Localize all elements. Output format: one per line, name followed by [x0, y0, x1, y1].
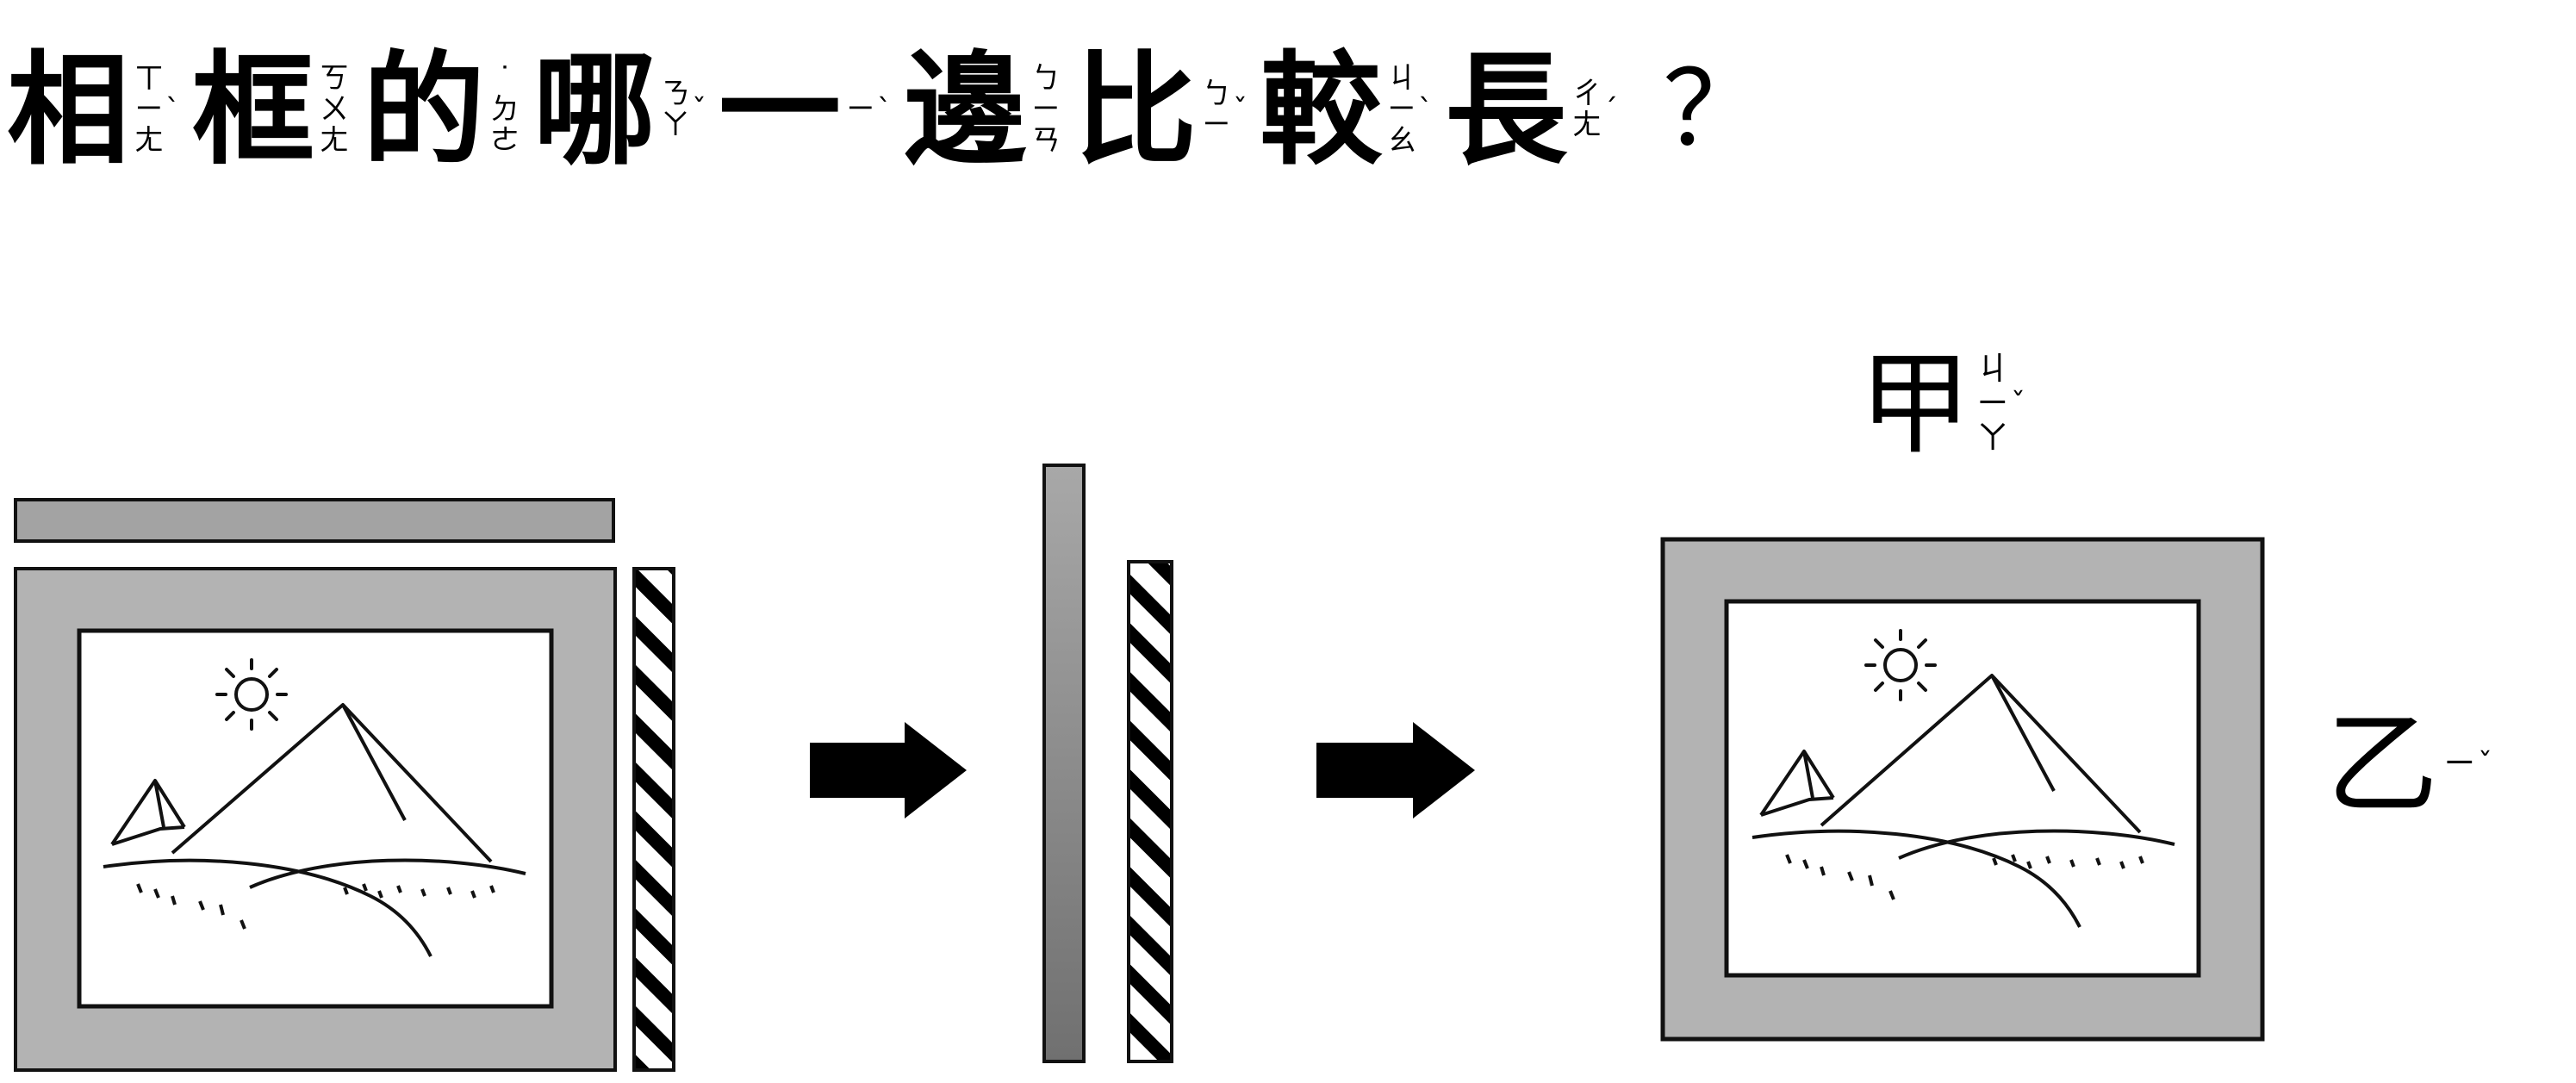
- label-yi-char: 乙: [2326, 699, 2439, 830]
- zhuyin: ˙ㄉㄜ: [490, 61, 520, 158]
- side-hatched-bar: [632, 567, 675, 1072]
- hatched-bar-vertical: [1127, 560, 1173, 1063]
- question-char-2: 的˙ㄉㄜ: [363, 39, 520, 182]
- label-jia-char: 甲: [1859, 339, 1972, 470]
- top-gray-bar: [14, 498, 615, 543]
- figure-bars-compare: [1042, 464, 1173, 1063]
- pyramid-icon: [103, 703, 526, 957]
- gray-bar-vertical: [1042, 464, 1086, 1063]
- label-jia-zhuyin: ㄐ ㄧ ㄚ ˇ: [1976, 350, 2026, 457]
- label-yi: 乙 ㄧ ˇ: [2326, 708, 2492, 820]
- question-char-1: 框ㄎㄨㄤ: [192, 39, 349, 182]
- label-jia: 甲 ㄐ ㄧ ㄚ ˇ: [1859, 348, 2025, 460]
- question-char-5: 邊ㄅㄧㄢ: [904, 39, 1061, 182]
- picture-frame-2: [1660, 537, 2265, 1042]
- figure-frame-parts: [14, 498, 675, 1072]
- zhuyin: ㄎㄨㄤ: [320, 61, 349, 158]
- label-yi-zhuyin: ㄧ ˇ: [2443, 744, 2493, 783]
- question-mark: ？: [1663, 50, 1766, 170]
- pyramid-icon: [1752, 674, 2175, 928]
- arrow-right-icon: [1316, 722, 1475, 818]
- zhuyin: ㄅㄧㄢ: [1031, 61, 1061, 158]
- arrow-right-icon: [810, 722, 967, 818]
